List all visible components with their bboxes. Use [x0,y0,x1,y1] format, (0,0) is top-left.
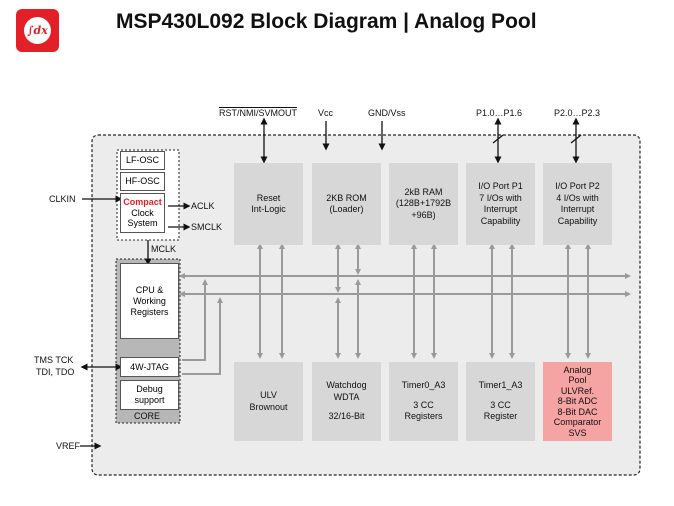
cpu-line-3: Registers [130,306,169,317]
block-text: +96B) [411,209,436,220]
jtag-bus-line [182,297,223,375]
block-text: Interrupt [560,204,595,214]
p2-bus-slash [570,134,582,144]
jtag-label: 4W-JTAG [130,361,169,372]
ulv-brownout-block: ULV Brownout [234,362,303,441]
p2-pin-label: P2.0…P2.3 [554,108,601,118]
p1-bus-slash [492,134,504,144]
block-text: WDTA [333,391,360,402]
block-text: Reset [256,192,281,203]
block-text: Brownout [249,401,288,412]
system-label: System [127,218,158,229]
jtag-bus-line [182,279,208,361]
gnd-pin-label: GND/Vss [368,108,406,118]
debug-line-1: Debug [136,384,163,394]
block-text: Comparator [553,417,602,428]
block-text: 4 I/Os with [556,192,599,203]
ram-block: 2kB RAM (128B+1792B +96B) [389,163,458,245]
block-text: (Loader) [329,204,364,214]
block-text: Registers [404,411,443,422]
compact-label: Compact [123,197,162,208]
block-text: 8-Bit ADC [557,396,598,407]
core-label: CORE [134,411,161,421]
p1-pin-label: P1.0…P1.6 [476,108,523,118]
block-text: 8-Bit DAC [557,406,598,417]
clock-label: Clock [131,207,154,218]
block-text: Capability [557,215,598,226]
cpu-working-registers-block: CPU & Working Registers [120,263,179,339]
block-text: I/O Port P1 [478,181,523,191]
cpu-line-2: Working [133,295,166,306]
jtag-block: 4W-JTAG [120,357,179,377]
block-text: Watchdog [326,380,367,391]
block-text: Interrupt [483,204,518,214]
block-text: ULV [260,390,277,400]
block-text: 32/16-Bit [328,411,365,422]
block-text: 3 CC [490,399,511,410]
jtag-pins-label: TMS TCK [34,355,74,365]
timer0-block: Timer0_A3 3 CC Registers [389,362,458,441]
block-text: 3 CC [413,399,434,410]
smclk-label: SMCLK [191,222,223,232]
debug-line-2: support [134,395,165,405]
hf-osc-label: HF-OSC [125,176,160,187]
vref-label: VREF [56,441,81,451]
reset-int-logic-block: Reset Int-Logic [234,163,303,245]
hf-osc-block: HF-OSC [120,172,165,191]
debug-support-block: Debug support [120,380,179,410]
clkin-label: CLKIN [49,194,76,204]
block-text: SVS [568,427,587,438]
block-text: 2kB RAM [404,186,443,197]
block-text: 2KB ROM [326,192,367,203]
aclk-label: ACLK [191,201,215,211]
block-text: Int-Logic [251,204,286,214]
block-text: Capability [480,215,521,226]
io-port-p2-block: I/O Port P2 4 I/Os with Interrupt Capabi… [543,163,612,245]
compact-clock-system-block: Compact Clock System [120,193,165,233]
block-text: Pool [568,375,587,386]
lf-osc-label: LF-OSC [125,155,159,166]
block-text: (128B+1792B [395,198,452,209]
page-title: MSP430L092 Block Diagram | Analog Pool [116,10,537,33]
lf-osc-block: LF-OSC [120,151,165,170]
watchdog-block: Watchdog WDTA 32/16-Bit [312,362,381,441]
block-text: Timer1_A3 [478,380,523,391]
block-text: Analog [563,364,592,375]
block-text: Timer0_A3 [401,380,446,391]
block-text: 7 I/Os with [479,192,522,203]
block-text: Register [483,411,518,422]
block-text: I/O Port P2 [555,181,600,191]
logo: ∫dx [16,9,59,52]
vcc-pin-label: Vcc [318,108,334,118]
logo-mark: ∫dx [24,17,51,44]
io-port-p1-block: I/O Port P1 7 I/Os with Interrupt Capabi… [466,163,535,245]
cpu-line-1: CPU & [135,284,164,295]
timer1-block: Timer1_A3 3 CC Register [466,362,535,441]
mclk-label: MCLK [151,244,177,254]
block-text: ULVRef. [560,385,595,396]
jtag-pins-label-2: TDI, TDO [36,367,75,377]
rom-block: 2KB ROM (Loader) [312,163,381,245]
analog-pool-block: Analog Pool ULVRef. 8-Bit ADC 8-Bit DAC … [543,362,612,441]
rst-pin-label: RST/NMI/SVMOUT [219,108,297,118]
